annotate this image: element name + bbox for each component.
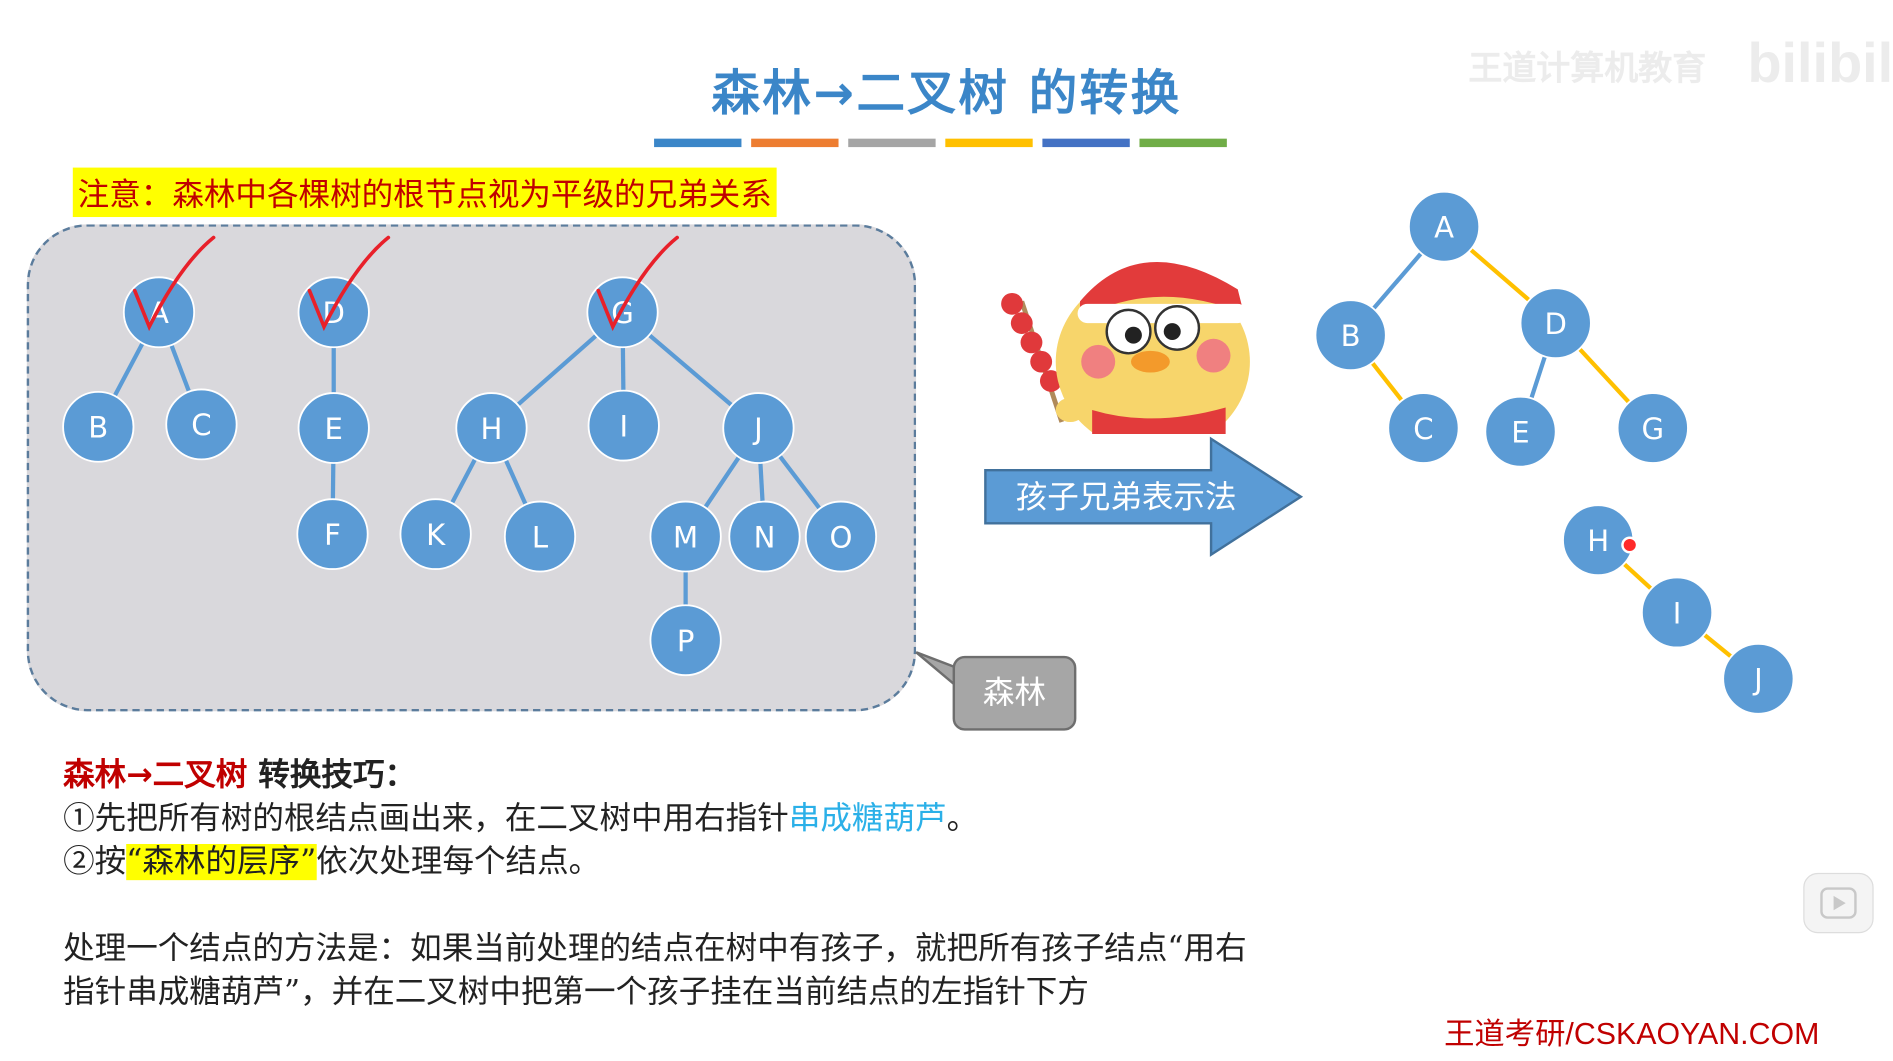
accent-bar	[848, 138, 936, 148]
checkmark-icon	[132, 235, 216, 332]
node-label: P	[677, 624, 695, 658]
footer-brand: 王道考研/CSKAOYAN.COM	[1444, 1017, 1820, 1052]
tips-step-1: ①先把所有树的根结点画出来，在二叉树中用右指针串成糖葫芦。	[63, 793, 978, 838]
play-icon	[1820, 887, 1857, 919]
node-label: I	[1673, 596, 1682, 630]
method-line-1: 处理一个结点的方法是：如果当前处理的结点在树中有孩子，就把所有孩子结点“用右	[63, 930, 1247, 967]
accent-bar	[1139, 138, 1227, 148]
play-button[interactable]	[1803, 872, 1874, 934]
forest-node-O: O	[804, 500, 878, 573]
accent-bar	[1042, 138, 1130, 148]
step1-end: 。	[946, 800, 979, 837]
node-label: M	[673, 520, 698, 554]
node-label: I	[619, 410, 628, 444]
node-label: N	[754, 520, 776, 554]
accent-bar	[751, 138, 839, 148]
bt-node-C: C	[1387, 392, 1460, 464]
forest-node-H: H	[455, 392, 528, 464]
node-label: A	[149, 296, 169, 330]
accent-bar	[654, 138, 742, 148]
bt-node-B: B	[1314, 299, 1387, 372]
bt-node-J: J	[1722, 642, 1795, 715]
tips-step-2: ②按“森林的层序”依次处理每个结点。	[63, 837, 600, 882]
bt-node-G: G	[1616, 392, 1689, 464]
bt-node-A: A	[1407, 190, 1481, 263]
forest-node-P: P	[649, 604, 722, 677]
accent-bar	[945, 138, 1033, 148]
forest-node-K: K	[399, 498, 472, 570]
node-label: L	[532, 520, 549, 554]
method-line-2: 指针串成糖葫芦”，并在二叉树中把第一个孩子挂在当前结点的左指针下方	[63, 974, 1089, 1011]
node-label: C	[1413, 412, 1433, 446]
checkmark-icon	[596, 235, 679, 332]
bt-node-I: I	[1640, 576, 1714, 649]
node-label: B	[88, 411, 108, 445]
bt-node-E: E	[1484, 395, 1557, 468]
step1-highlight: 串成糖葫芦	[788, 800, 947, 837]
node-label: C	[191, 408, 211, 442]
bt-node-D: D	[1519, 287, 1592, 359]
forest-node-A: A	[122, 276, 196, 349]
forest-node-L: L	[503, 500, 577, 573]
node-label: H	[1587, 524, 1609, 558]
watermark-text: 王道计算机教育	[1468, 48, 1707, 89]
node-label: J	[752, 412, 763, 446]
node-label: D	[1544, 307, 1566, 341]
node-label: B	[1341, 319, 1361, 353]
slide-title: 森林→二叉树 的转换	[711, 66, 1182, 122]
binary-tree-nodes: A B D C E G H I J	[1314, 190, 1795, 715]
mascot-bird-with-tanghulu-icon	[1001, 224, 1250, 435]
forest-node-F: F	[296, 498, 369, 570]
forest-node-M: M	[649, 500, 722, 573]
node-label: K	[426, 518, 446, 552]
forest-edges	[96, 310, 843, 641]
forest-node-E: E	[297, 392, 370, 464]
arrow-label: 孩子兄弟表示法	[1015, 479, 1237, 517]
node-label: G	[1642, 412, 1665, 446]
forest-node-J: J	[722, 392, 795, 464]
step2-end: 依次处理每个结点。	[316, 843, 601, 881]
node-label: F	[324, 518, 341, 552]
forest-nodes: A B C D E F G H I J K L M N O P	[62, 235, 878, 677]
tips-heading: 森林→二叉树 转换技巧：	[63, 750, 416, 795]
node-label: J	[1752, 663, 1763, 697]
bilibili-logo: bilibili	[1747, 31, 1893, 95]
node-label: E	[325, 412, 343, 446]
forest-node-I: I	[587, 389, 660, 462]
node-label: O	[829, 520, 852, 554]
forest-node-G: G	[586, 276, 659, 349]
bt-node-H: H	[1562, 504, 1635, 577]
cursor-dot-icon	[1621, 536, 1639, 554]
step2-text: ②按	[63, 843, 127, 881]
note-highlight: 注意：森林中各棵树的根节点视为平级的兄弟关系	[72, 167, 777, 218]
tips-heading-rest: 转换技巧：	[247, 757, 417, 794]
conversion-arrow-icon	[984, 436, 1304, 557]
tips-heading-red: 森林→二叉树	[63, 757, 248, 794]
forest-node-C: C	[165, 388, 238, 461]
forest-node-D: D	[297, 276, 370, 349]
forest-node-B: B	[62, 390, 135, 463]
forest-callout: 森林	[952, 655, 1077, 731]
forest-node-N: N	[728, 500, 801, 573]
node-label: E	[1511, 416, 1529, 450]
checkmark-icon	[307, 235, 391, 332]
node-label: A	[1434, 211, 1454, 245]
step2-highlight: “森林的层序”	[126, 843, 317, 881]
node-label: H	[481, 412, 503, 446]
step1-text: ①先把所有树的根结点画出来，在二叉树中用右指针	[63, 800, 789, 837]
